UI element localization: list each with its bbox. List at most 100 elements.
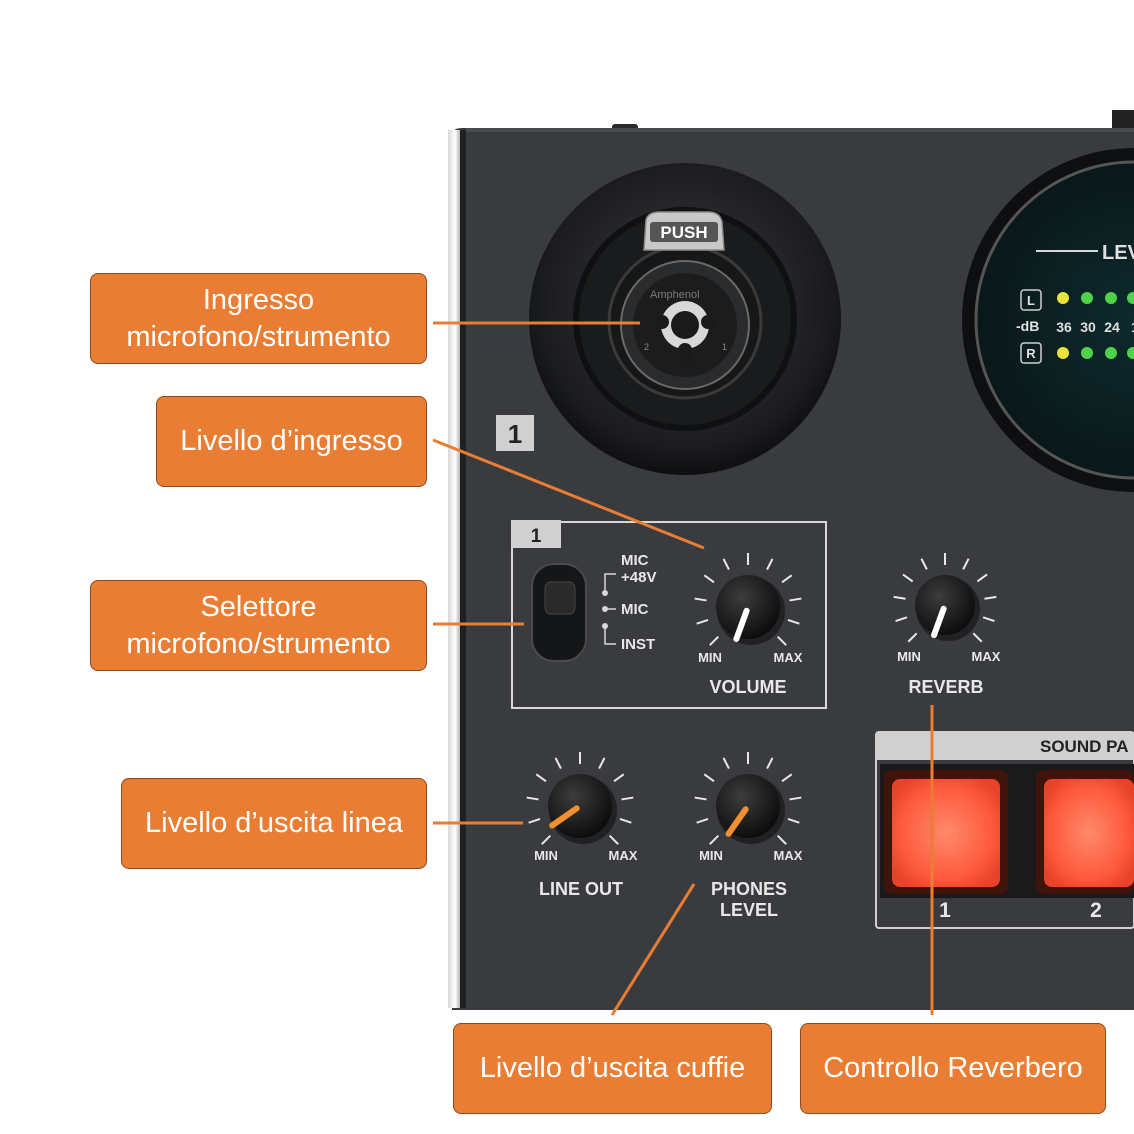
callout-selector-line2: microfono/strumento	[126, 627, 391, 660]
knob-body	[548, 774, 612, 838]
meter-db-label: -dB	[1016, 318, 1039, 334]
xlr-input-jack[interactable]: Amphenol 2 1	[620, 260, 750, 390]
volume-max-label: MAX	[774, 650, 803, 665]
reverb-label: REVERB	[908, 677, 983, 697]
pin-1-text: 1	[722, 342, 727, 352]
leader-phones	[610, 883, 696, 1016]
jack-brand-text: Amphenol	[650, 289, 700, 301]
knob-tick	[608, 834, 619, 845]
meter-scale-24: 24	[1104, 319, 1120, 335]
callout-phones-level: Livello d’uscita cuffie	[453, 1023, 772, 1114]
callout-selector-line1: Selettore	[200, 590, 317, 623]
knob-tick	[694, 597, 707, 602]
knob-tick	[696, 619, 709, 625]
phones-level-label: LEVEL	[720, 900, 778, 920]
knob-tick	[781, 574, 793, 584]
sound-pad-title: SOUND PA	[1040, 737, 1128, 756]
pad-1-label: 1	[939, 899, 951, 922]
switch-mic48-label: MIC	[621, 552, 649, 569]
knob-tick	[893, 595, 906, 600]
led-r-4	[1127, 347, 1134, 359]
knob-tick	[787, 619, 800, 625]
knob-tick	[766, 757, 774, 770]
combo-jack-group: Amphenol 2 1 PUSH	[529, 163, 841, 475]
reverb-max-label: MAX	[972, 649, 1001, 664]
knob-tick	[619, 818, 632, 824]
meter-scale-18: 1	[1131, 319, 1134, 335]
knob-indicator	[549, 805, 580, 829]
knob-tick	[709, 635, 720, 646]
channel-badge-text: 1	[508, 419, 522, 449]
knob-tick	[962, 558, 970, 570]
meter-title: LEV	[1102, 242, 1134, 264]
knob-tick	[621, 796, 634, 801]
knob-tick	[598, 757, 606, 770]
knob-body	[716, 774, 780, 838]
knob-indicator	[733, 607, 750, 642]
knob-tick	[709, 834, 720, 845]
knob-tick	[776, 635, 787, 646]
leader-input-level	[432, 438, 705, 550]
knob-tick	[541, 834, 552, 845]
knob-tick	[703, 773, 715, 783]
led-l-1	[1057, 292, 1069, 304]
led-l-2	[1081, 292, 1093, 304]
callout-line-out-text: Livello d’uscita linea	[145, 807, 403, 839]
knob-tick	[907, 632, 918, 643]
sound-pad-2[interactable]	[1036, 770, 1134, 894]
knob-tick	[781, 773, 793, 783]
knob-tick	[703, 574, 715, 584]
meter-scale-30: 30	[1080, 319, 1096, 335]
led-l-3	[1105, 292, 1117, 304]
volume-knob[interactable]	[694, 553, 802, 646]
callout-mic-inst-selector: Selettore microfono/strumento	[90, 580, 427, 671]
volume-min-label: MIN	[698, 650, 722, 665]
knob-tick	[694, 796, 707, 801]
line-out-knob[interactable]	[526, 752, 634, 845]
callout-input-level: Livello d’ingresso	[156, 396, 427, 487]
reverb-knob[interactable]	[893, 553, 997, 643]
callout-line-out-level: Livello d’uscita linea	[121, 778, 427, 869]
sound-pad-section: SOUND PA 1 2	[875, 731, 1134, 929]
push-release-tab[interactable]: PUSH	[643, 211, 725, 251]
knob-tick	[526, 796, 539, 801]
phones-min-label: MIN	[699, 848, 723, 863]
switch-48v-label: +48V	[621, 569, 656, 586]
knob-body	[915, 575, 975, 635]
switch-mic-label: MIC	[621, 601, 649, 618]
knob-tick	[789, 796, 802, 801]
led-r-1	[1057, 347, 1069, 359]
line-out-max-label: MAX	[609, 848, 638, 863]
sound-pad-1[interactable]	[884, 770, 1008, 894]
line-out-min-label: MIN	[534, 848, 558, 863]
reverb-min-label: MIN	[897, 649, 921, 664]
knob-tick	[984, 595, 997, 600]
knob-tick	[722, 558, 730, 571]
knob-tick	[613, 773, 625, 783]
pin-2-text: 2	[644, 342, 649, 352]
line-out-label: LINE OUT	[539, 879, 623, 899]
knob-tick	[766, 558, 774, 571]
callout-phones-text: Livello d’uscita cuffie	[479, 1052, 746, 1084]
channel-1-section: 1 MIC +48V MIC INST	[511, 520, 827, 709]
mic-inst-switch[interactable]	[531, 563, 587, 662]
phones-label: PHONES	[711, 879, 787, 899]
knob-tick	[535, 773, 547, 783]
pad-2-label: 2	[1090, 899, 1102, 922]
knob-indicator	[931, 605, 947, 639]
knob-tick	[776, 834, 787, 845]
meter-l-label: L	[1027, 293, 1035, 308]
led-r-3	[1105, 347, 1117, 359]
switch-inst-label: INST	[621, 636, 655, 653]
meter-r-label: R	[1026, 346, 1036, 361]
callout-mic-input: Ingresso microfono/strumento	[90, 273, 427, 364]
phones-level-knob[interactable]	[694, 752, 802, 845]
knob-tick	[895, 616, 908, 623]
channel-badge: 1	[496, 415, 534, 451]
phones-max-label: MAX	[774, 848, 803, 863]
knob-tick	[920, 558, 928, 570]
led-l-4	[1127, 292, 1134, 304]
knob-body	[716, 575, 780, 639]
